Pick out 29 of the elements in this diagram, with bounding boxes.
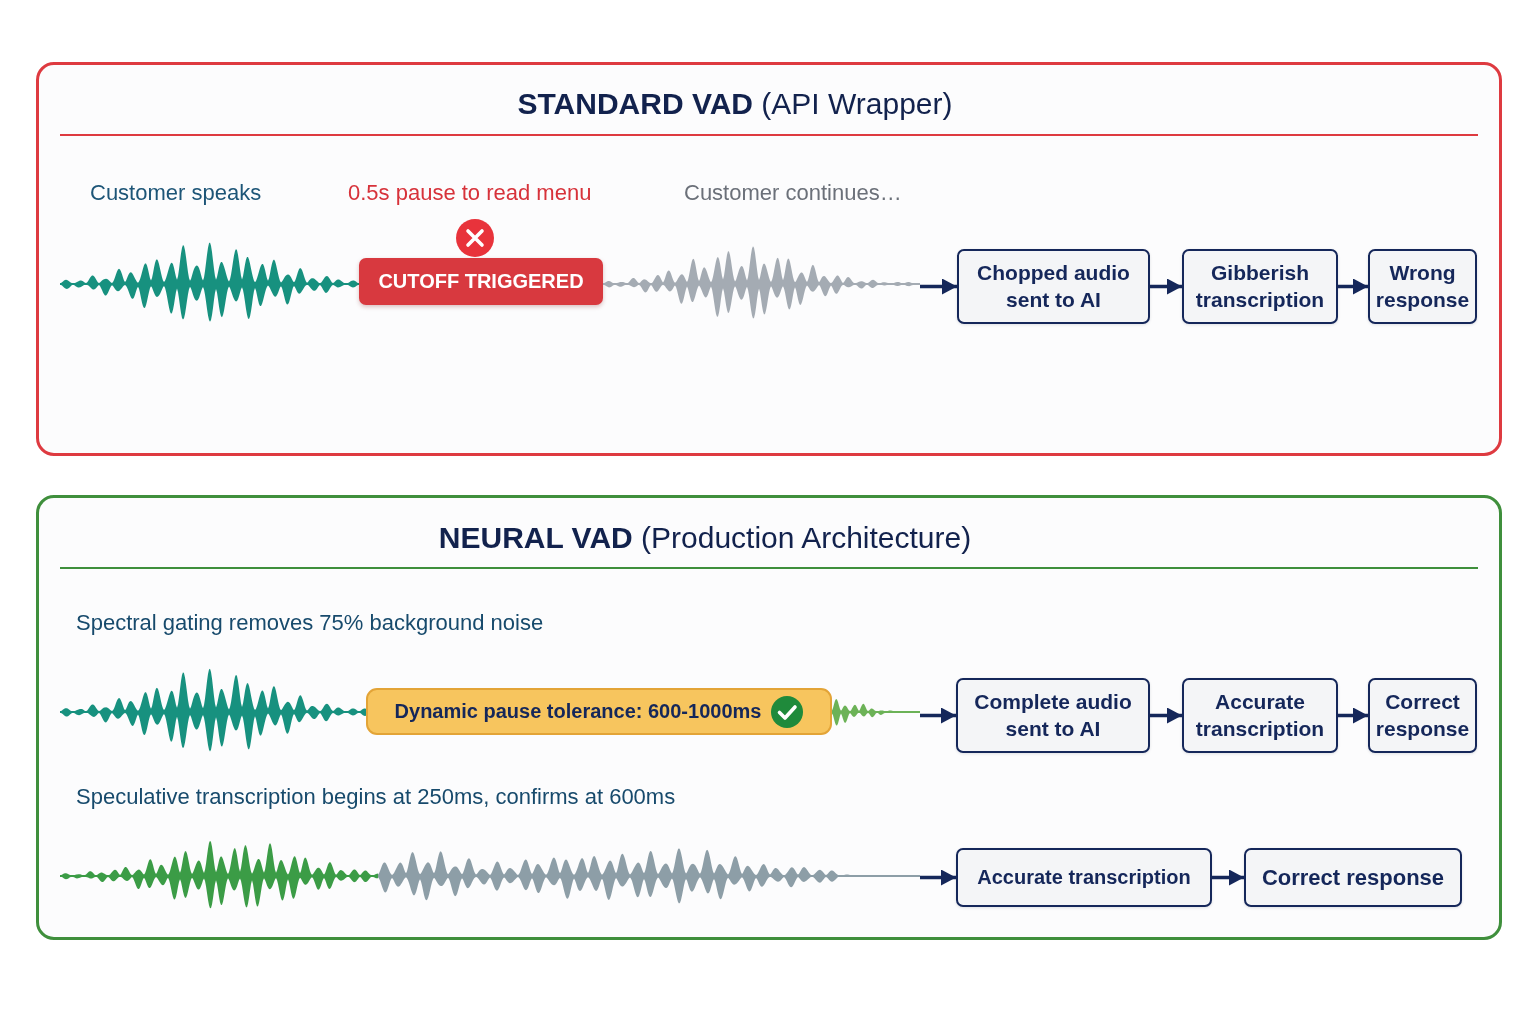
arrow bbox=[1212, 869, 1244, 886]
process-box: Correct response bbox=[1244, 848, 1462, 907]
arrow bbox=[1338, 278, 1368, 295]
arrow bbox=[920, 707, 956, 724]
audio-waveform bbox=[832, 696, 920, 728]
panel-title: NEURAL VAD (Production Architecture) bbox=[438, 520, 972, 556]
annotation-label: Speculative transcription begins at 250ms, confirms at 600ms bbox=[76, 784, 676, 810]
annotation-label: Customer speaks bbox=[90, 180, 262, 206]
alert-badge: CUTOFF TRIGGERED bbox=[359, 258, 603, 305]
arrow bbox=[1338, 707, 1368, 724]
comparison-panel bbox=[36, 62, 1502, 456]
arrow bbox=[920, 869, 956, 886]
arrow bbox=[1150, 707, 1182, 724]
process-box: Chopped audio sent to AI bbox=[957, 249, 1150, 324]
arrow bbox=[920, 278, 957, 295]
annotation-label: 0.5s pause to read menu bbox=[348, 180, 592, 206]
process-box: Accurate transcription bbox=[956, 848, 1212, 907]
badge-label: Dynamic pause tolerance: 600-1000ms bbox=[394, 700, 762, 723]
process-box: Correct response bbox=[1368, 678, 1477, 753]
arrow bbox=[1150, 278, 1182, 295]
process-box: Wrong response bbox=[1368, 249, 1477, 324]
process-box: Gibberish transcription bbox=[1182, 249, 1338, 324]
process-box: Complete audio sent to AI bbox=[956, 678, 1150, 753]
comparison-panel bbox=[36, 495, 1502, 940]
annotation-label: Customer continues… bbox=[684, 180, 902, 206]
panel-title: STANDARD VAD (API Wrapper) bbox=[517, 86, 953, 122]
annotation-label: Spectral gating removes 75% background noise bbox=[76, 610, 544, 636]
status-badge bbox=[366, 688, 832, 735]
process-box: Accurate transcription bbox=[1182, 678, 1338, 753]
